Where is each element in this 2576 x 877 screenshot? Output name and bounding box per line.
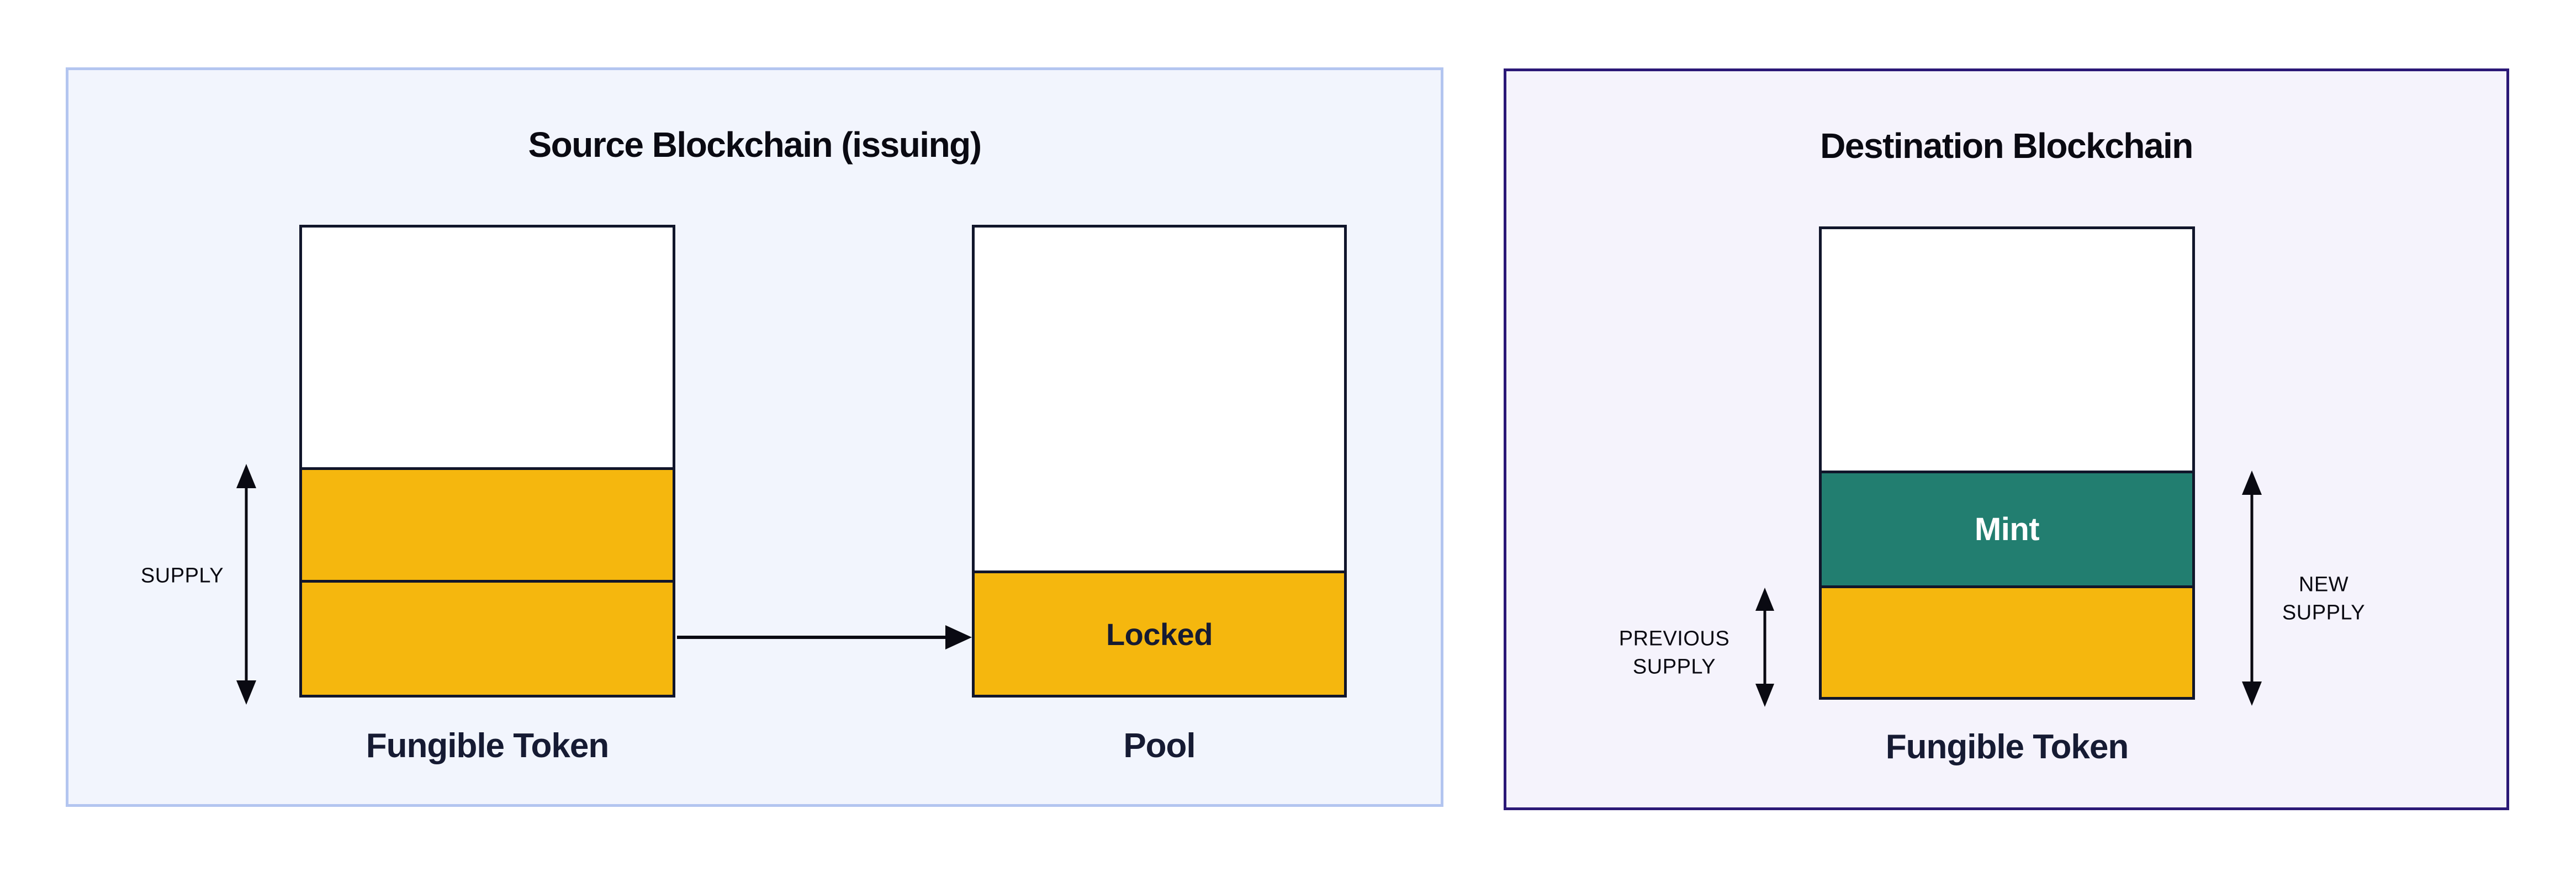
new-supply-range-arrow-icon [2242,471,2262,706]
pool-caption: Pool [1123,727,1196,765]
mint-label: Mint [1974,511,2040,547]
supply-range-arrow-icon [236,464,256,705]
source-panel-title: Source Blockchain (issuing) [528,125,982,165]
destination-fungible-token-box: Mint [1819,226,2195,700]
new-supply-label-line1: NEW [2298,573,2349,596]
supply-label: SUPPLY [140,564,224,588]
source-token-unfilled-section [302,228,673,467]
previous-supply-label-line2: SUPPLY [1632,656,1716,679]
destination-token-mint-section: Mint [1822,471,2192,585]
destination-fungible-token-caption: Fungible Token [1885,728,2129,766]
source-token-supply-upper-section [302,467,673,580]
previous-supply-range-arrow-icon [1755,588,1774,707]
source-token-supply-lower-section [302,580,673,695]
pool-box: Locked [972,225,1347,698]
destination-token-previous-supply-section [1822,585,2192,697]
pool-locked-section: Locked [975,570,1344,695]
destination-panel-title: Destination Blockchain [1820,126,2193,166]
previous-supply-label: PREVIOUS SUPPLY [1619,625,1729,682]
lock-transfer-arrow-icon [677,625,972,649]
destination-token-unfilled-section [1822,229,2192,471]
locked-label: Locked [1105,616,1213,652]
source-fungible-token-box [299,225,675,698]
new-supply-label-line2: SUPPLY [2282,601,2366,625]
pool-unfilled-section [975,228,1344,570]
previous-supply-label-line1: PREVIOUS [1618,627,1730,651]
new-supply-label: NEW SUPPLY [2282,571,2365,628]
source-fungible-token-caption: Fungible Token [366,727,610,765]
